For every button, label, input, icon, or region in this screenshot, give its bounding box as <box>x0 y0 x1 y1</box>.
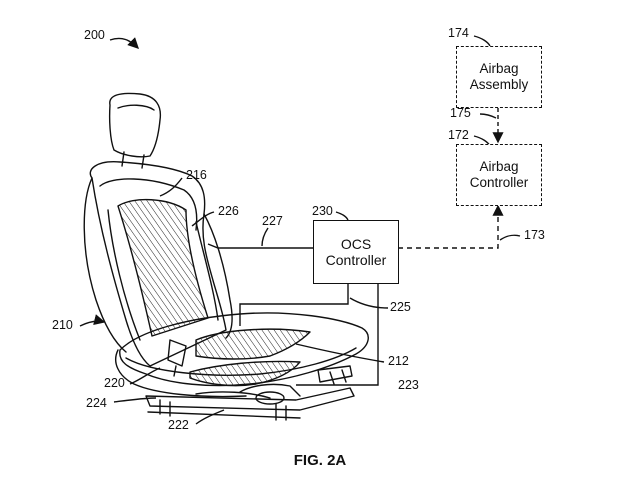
leader-174 <box>473 35 491 47</box>
ref-175: 175 <box>450 106 471 120</box>
leader-227 <box>261 227 269 247</box>
ref-230: 230 <box>312 204 333 218</box>
airbag-controller-line1: Airbag <box>479 159 519 175</box>
vehicle-seat <box>83 92 369 421</box>
seat-back-shell <box>89 161 227 367</box>
line-227 <box>207 243 313 249</box>
seat-track <box>145 387 355 411</box>
seat-buckle <box>167 339 187 367</box>
ref-222: 222 <box>168 418 189 432</box>
ref-223: 223 <box>398 378 419 392</box>
headrest <box>108 92 162 158</box>
ocs-controller-line1: OCS <box>340 235 372 252</box>
ocs-controller-box: OCS Controller <box>313 220 399 284</box>
ref-200: 200 <box>84 28 105 42</box>
leader-230 <box>335 211 349 221</box>
ref-225: 225 <box>390 300 411 314</box>
line-223 <box>296 283 379 386</box>
airbag-controller-box: Airbag Controller <box>456 144 542 206</box>
leader-216 <box>159 177 183 197</box>
leader-226 <box>191 211 215 227</box>
ocs-controller-line2: Controller <box>325 252 387 268</box>
cushion-sensor-pad <box>195 328 311 360</box>
leader-200 <box>109 37 139 49</box>
ref-173: 173 <box>524 228 545 242</box>
airbag-assembly-box: Airbag Assembly <box>456 46 542 108</box>
line-173 <box>398 204 504 249</box>
ref-216: 216 <box>186 168 207 182</box>
leader-175 <box>479 113 497 119</box>
ref-227: 227 <box>262 214 283 228</box>
leader-212 <box>295 343 385 363</box>
leader-224 <box>113 397 157 403</box>
airbag-assembly-line1: Airbag <box>479 61 519 77</box>
back-sensor-pad <box>117 198 209 337</box>
ref-210: 210 <box>52 318 73 332</box>
leader-210 <box>79 314 106 327</box>
ref-172: 172 <box>448 128 469 142</box>
leader-225 <box>349 297 389 309</box>
ref-224: 224 <box>86 396 107 410</box>
leader-173 <box>499 234 521 241</box>
airbag-controller-line2: Controller <box>469 175 529 190</box>
ref-220: 220 <box>104 376 125 390</box>
leader-222 <box>195 409 225 425</box>
ref-226: 226 <box>218 204 239 218</box>
airbag-assembly-line2: Assembly <box>469 77 529 92</box>
seat-cushion-shell <box>119 312 369 387</box>
figure-caption: FIG. 2A <box>293 452 347 469</box>
leader-220 <box>129 367 161 385</box>
ref-174: 174 <box>448 26 469 40</box>
ref-212: 212 <box>388 354 409 368</box>
line-225 <box>239 283 349 326</box>
